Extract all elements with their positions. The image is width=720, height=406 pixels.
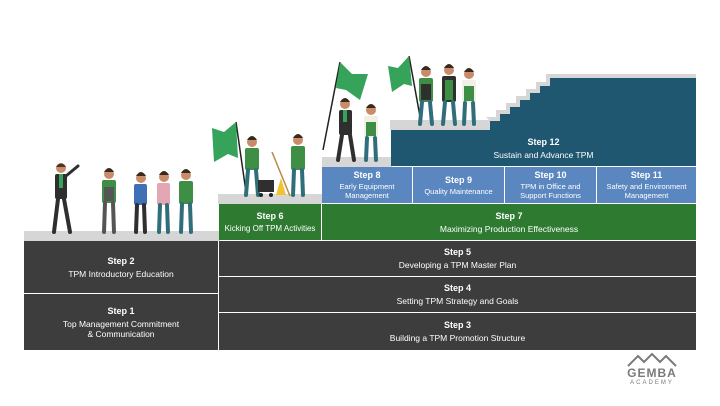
step-10-desc: TPM in Office and xyxy=(520,182,581,191)
step-7-desc: Maximizing Production Effectiveness xyxy=(439,223,579,234)
step-8-desc-line2: Management xyxy=(345,191,389,200)
step-5-block: Step 5 Developing a TPM Master Plan xyxy=(219,241,696,276)
step-4-block: Step 4 Setting TPM Strategy and Goals xyxy=(219,277,696,312)
step-9-desc: Quality Maintenance xyxy=(424,186,493,196)
worker-group-4 xyxy=(388,55,476,126)
worker-group-1 xyxy=(102,168,193,234)
step-3-label: Step 3 xyxy=(443,320,471,330)
step-4-label: Step 4 xyxy=(443,283,471,293)
step-1-label: Step 1 xyxy=(107,305,135,316)
step-8-block: Step 8 Early Equipment Management xyxy=(322,167,412,203)
step-8-desc: Early Equipment xyxy=(339,182,395,191)
step-1-desc: Top Management Commitment xyxy=(62,318,180,329)
tier4-ledge xyxy=(390,120,490,130)
step-6-label: Step 6 xyxy=(256,210,284,221)
step-9-block: Step 9 Quality Maintenance xyxy=(413,167,504,203)
step-4-desc: Setting TPM Strategy and Goals xyxy=(396,296,519,306)
step-2-block: Step 2 TPM Introductory Education xyxy=(24,241,218,294)
step-11-desc-line2: Management xyxy=(624,191,669,200)
step-3-block: Step 3 Building a TPM Promotion Structur… xyxy=(219,313,696,350)
step-5-label: Step 5 xyxy=(443,247,471,257)
step-2-desc: TPM Introductory Education xyxy=(68,268,174,279)
logo-subtitle: ACADEMY xyxy=(630,380,674,386)
step-7-label: Step 7 xyxy=(495,210,523,221)
step-7-block: Step 7 Maximizing Production Effectivene… xyxy=(322,204,696,240)
step-3-desc: Building a TPM Promotion Structure xyxy=(389,333,526,343)
worker-group-3 xyxy=(322,61,378,162)
step-10-desc-line2: Support Functions xyxy=(520,191,581,200)
step-10-label: Step 10 xyxy=(534,170,567,180)
step-10-block: Step 10 TPM in Office and Support Functi… xyxy=(505,167,596,203)
tier2-ledge xyxy=(218,194,322,204)
logo-mountain-icon xyxy=(627,352,677,367)
tier1-ledge xyxy=(24,231,220,241)
manager-figure xyxy=(52,163,80,234)
gemba-academy-logo: GEMBA ACADEMY xyxy=(612,352,692,392)
tier3-ledge xyxy=(322,157,392,167)
step-12-desc: Sustain and Advance TPM xyxy=(493,149,594,160)
step-6-block: Step 6 Kicking Off TPM Activities xyxy=(219,204,321,240)
step-11-block: Step 11 Safety and Environment Managemen… xyxy=(597,167,696,203)
step-5-desc: Developing a TPM Master Plan xyxy=(398,260,517,270)
step-6-desc: Kicking Off TPM Activities xyxy=(224,223,316,233)
worker-group-2 xyxy=(212,121,305,197)
logo-name: GEMBA xyxy=(627,366,677,380)
step-11-desc: Safety and Environment xyxy=(606,182,687,191)
step-12-label: Step 12 xyxy=(527,136,560,147)
step-8-label: Step 8 xyxy=(353,170,381,180)
step-12-block: Step 12 Sustain and Advance TPM xyxy=(391,130,696,166)
step-9-label: Step 9 xyxy=(444,174,472,185)
step-1-block: Step 1 Top Management Commitment & Commu… xyxy=(24,294,218,350)
step-1-desc-line2: & Communication xyxy=(87,328,155,339)
step-11-label: Step 11 xyxy=(630,170,663,180)
step-2-label: Step 2 xyxy=(107,255,135,266)
